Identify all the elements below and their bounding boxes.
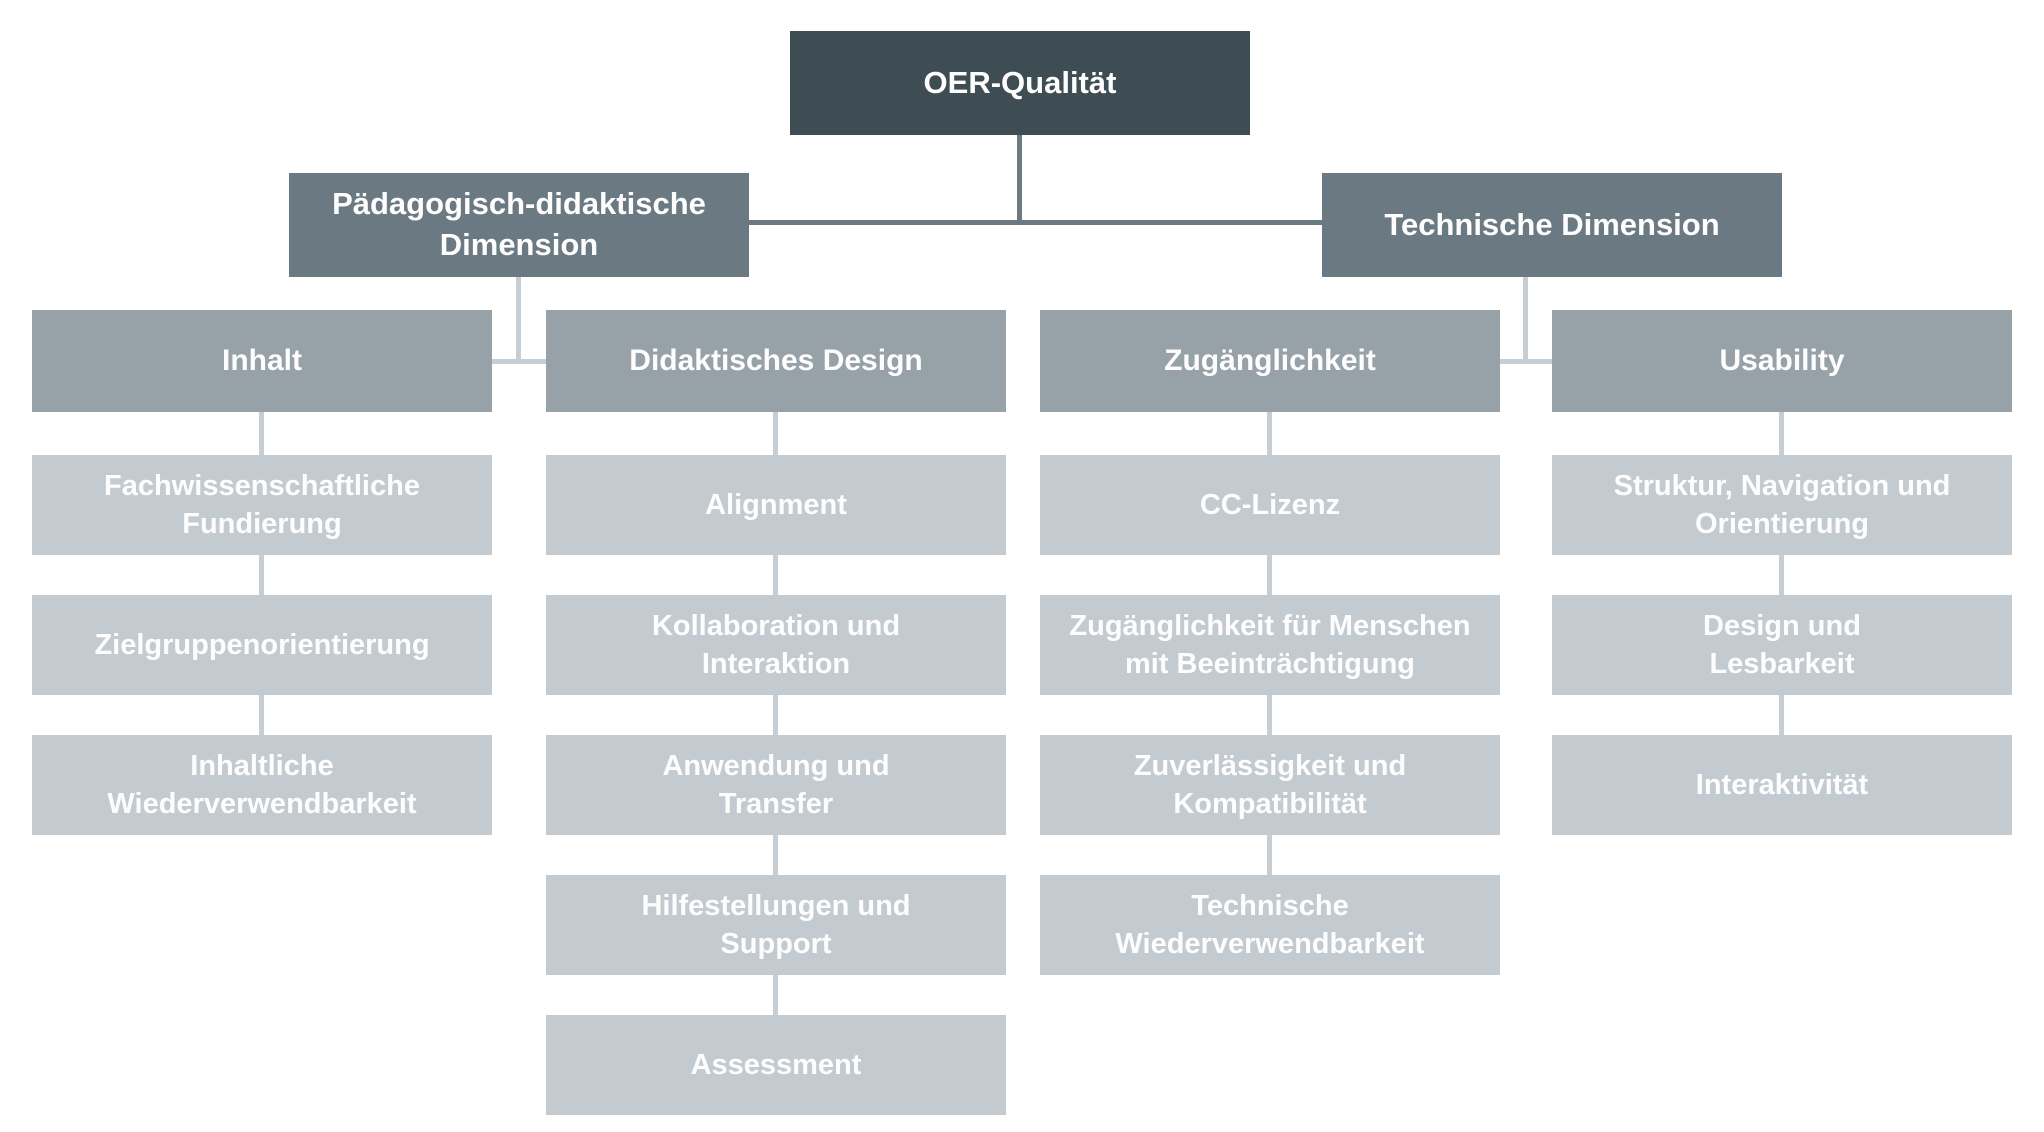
node-usability: Usability (1552, 310, 2012, 412)
node-paedagogisch-didaktische-dimension: Pädagogisch-didaktische Dimension (289, 173, 749, 277)
connector-didaktisches-link-4 (773, 975, 778, 1015)
node-fachwissenschaftliche-fundierung-label: Fachwissenschaftliche Fundierung (104, 469, 420, 540)
node-anwendung-und-transfer-label: Anwendung und Transfer (662, 749, 890, 820)
connector-inhalt-link-1 (259, 555, 264, 595)
node-hilfestellungen-und-support: Hilfestellungen und Support (546, 875, 1006, 975)
node-interaktivitaet: Interaktivität (1552, 735, 2012, 835)
node-zuverlaessigkeit-und-kompatibilitaet-label: Zuverlässigkeit und Kompatibilität (1133, 749, 1407, 820)
node-didaktisches-design-label: Didaktisches Design (629, 344, 923, 378)
connector-usability-link-1 (1779, 555, 1784, 595)
node-design-und-lesbarkeit: Design und Lesbarkeit (1552, 595, 2012, 695)
node-oer-qualitaet-label: OER-Qualität (923, 64, 1117, 100)
connector-didaktisches-link-2 (773, 695, 778, 735)
connector-inhalt-link-2 (259, 695, 264, 735)
connector-technisch-vertical (1523, 277, 1528, 364)
node-zielgruppenorientierung: Zielgruppenorientierung (32, 595, 492, 695)
connector-didaktisches-link-0 (773, 412, 778, 455)
connector-didaktisches-link-3 (773, 835, 778, 875)
connector-paedagogisch-horizontal (492, 359, 546, 364)
node-struktur-navigation-orientierung: Struktur, Navigation und Orientierung (1552, 455, 2012, 555)
node-cc-lizenz: CC-Lizenz (1040, 455, 1500, 555)
connector-paedagogisch-vertical (516, 277, 521, 364)
node-assessment: Assessment (546, 1015, 1006, 1115)
connector-zugaenglichkeit-link-3 (1267, 835, 1272, 875)
node-usability-label: Usability (1719, 344, 1845, 378)
connector-usability-link-0 (1779, 412, 1784, 455)
connector-zugaenglichkeit-link-0 (1267, 412, 1272, 455)
node-zugaenglichkeit: Zugänglichkeit (1040, 310, 1500, 412)
node-fachwissenschaftliche-fundierung: Fachwissenschaftliche Fundierung (32, 455, 492, 555)
node-kollaboration-und-interaktion: Kollaboration und Interaktion (546, 595, 1006, 695)
node-didaktisches-design: Didaktisches Design (546, 310, 1006, 412)
connector-didaktisches-link-1 (773, 555, 778, 595)
node-alignment-label: Alignment (705, 488, 847, 521)
node-paedagogisch-didaktische-dimension-label: Pädagogisch-didaktische Dimension (332, 186, 706, 262)
node-alignment: Alignment (546, 455, 1006, 555)
node-anwendung-und-transfer: Anwendung und Transfer (546, 735, 1006, 835)
node-inhaltliche-wiederverwendbarkeit-label: Inhaltliche Wiederverwendbarkeit (107, 749, 417, 820)
node-inhalt: Inhalt (32, 310, 492, 412)
node-oer-qualitaet: OER-Qualität (790, 31, 1250, 135)
node-zugaenglichkeit-label: Zugänglichkeit (1164, 344, 1376, 378)
node-inhaltliche-wiederverwendbarkeit: Inhaltliche Wiederverwendbarkeit (32, 735, 492, 835)
node-zugaenglichkeit-fuer-menschen-label: Zugänglichkeit für Menschen mit Beeinträ… (1069, 609, 1471, 680)
node-cc-lizenz-label: CC-Lizenz (1199, 488, 1341, 521)
node-technische-dimension: Technische Dimension (1322, 173, 1782, 277)
node-zielgruppenorientierung-label: Zielgruppenorientierung (94, 628, 430, 661)
connector-zugaenglichkeit-link-1 (1267, 555, 1272, 595)
node-zugaenglichkeit-fuer-menschen: Zugänglichkeit für Menschen mit Beeinträ… (1040, 595, 1500, 695)
node-hilfestellungen-und-support-label: Hilfestellungen und Support (641, 889, 911, 960)
connector-zugaenglichkeit-link-2 (1267, 695, 1272, 735)
connector-technisch-horizontal (1500, 359, 1552, 364)
node-interaktivitaet-label: Interaktivität (1695, 768, 1869, 801)
node-zuverlaessigkeit-und-kompatibilitaet: Zuverlässigkeit und Kompatibilität (1040, 735, 1500, 835)
node-struktur-navigation-orientierung-label: Struktur, Navigation und Orientierung (1613, 469, 1951, 540)
node-assessment-label: Assessment (690, 1048, 862, 1081)
node-technische-dimension-label: Technische Dimension (1384, 206, 1720, 242)
node-kollaboration-und-interaktion-label: Kollaboration und Interaktion (651, 609, 901, 680)
connector-inhalt-link-0 (259, 412, 264, 455)
node-inhalt-label: Inhalt (222, 344, 302, 378)
node-technische-wiederverwendbarkeit-label: Technische Wiederverwendbarkeit (1115, 889, 1425, 960)
node-technische-wiederverwendbarkeit: Technische Wiederverwendbarkeit (1040, 875, 1500, 975)
node-design-und-lesbarkeit-label: Design und Lesbarkeit (1703, 609, 1861, 680)
connector-root-vertical (1017, 135, 1022, 225)
connector-usability-link-2 (1779, 695, 1784, 735)
connector-root-horizontal (749, 220, 1322, 225)
